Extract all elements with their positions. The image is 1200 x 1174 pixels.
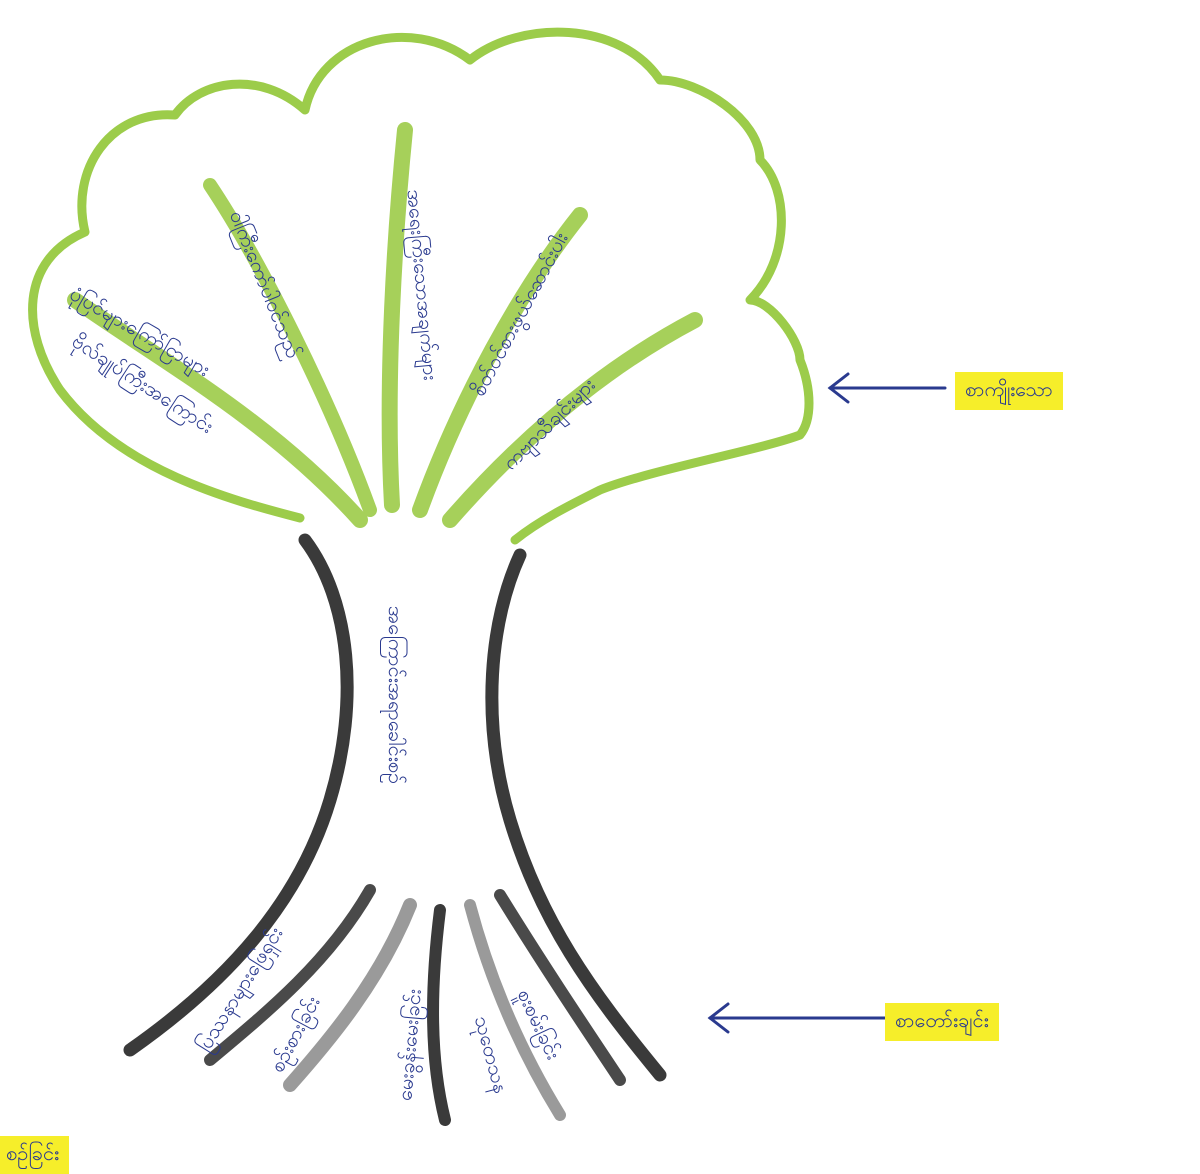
branch-stroke (412, 207, 588, 518)
root-stroke (427, 904, 451, 1126)
root-stroke (494, 889, 626, 1086)
root-stroke (204, 884, 376, 1066)
arrows (707, 372, 947, 1034)
corner-callout-label: စဉ်ခြင်း (0, 1136, 70, 1174)
crown-arrow-head (827, 372, 850, 404)
branch-strokes (67, 122, 703, 528)
tree-crown-outline (28, 27, 814, 545)
root-stroke (464, 899, 566, 1121)
tree-roots (204, 884, 626, 1126)
tree-trunk (123, 533, 667, 1082)
branch-stroke (203, 178, 377, 517)
branch-stroke (381, 122, 413, 513)
branch-stroke (67, 292, 368, 528)
crown-callout-label: စာကျိုးသော (955, 372, 1063, 410)
roots-callout-label: စာတော်းချင်း (885, 1003, 999, 1041)
trunk-label: အကြောင်းအရာခေါင်းစဉ် (384, 605, 409, 785)
branch-stroke (442, 312, 703, 528)
roots-arrow-head (707, 1002, 730, 1034)
root-stroke (283, 898, 417, 1092)
trunk-left-edge (123, 533, 354, 1057)
trunk-right-edge (485, 548, 667, 1082)
